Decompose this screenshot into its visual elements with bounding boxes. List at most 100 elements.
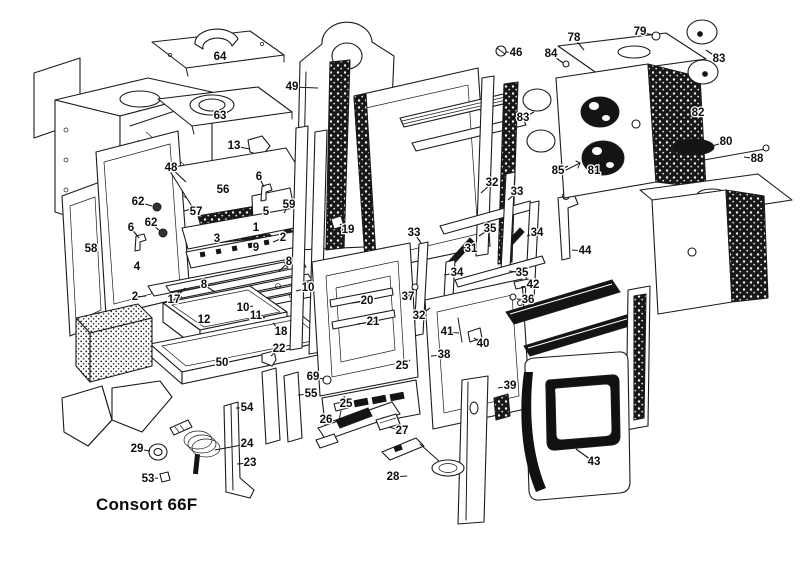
label-leader-line [447, 332, 459, 333]
part-label-2: 2 [280, 232, 286, 244]
part-label-25: 25 [340, 398, 353, 410]
part-label-83: 83 [713, 53, 726, 65]
label-leader-line [414, 233, 421, 243]
part-label-29: 29 [131, 443, 144, 455]
screw-84 [563, 61, 569, 67]
hook-6 [261, 184, 272, 201]
part-label-84: 84 [545, 48, 558, 60]
diagram-title: Consort 66F [96, 495, 198, 514]
part-label-58: 58 [85, 243, 98, 255]
rear-frame [354, 68, 526, 272]
label-leader-line [279, 262, 289, 271]
label-leader-line [204, 285, 215, 292]
label-leader-line [479, 229, 490, 236]
label-leader-line [594, 160, 602, 171]
label-leader-line [393, 476, 407, 477]
part-label-49: 49 [286, 81, 299, 93]
label-leader-line [474, 338, 483, 344]
part-label-10: 10 [237, 302, 250, 314]
part-label-9: 9 [253, 242, 259, 254]
label-leader-line [234, 146, 250, 149]
label-leader-line [148, 478, 158, 479]
label-leader-line [174, 288, 185, 300]
label-leader-line [744, 157, 757, 159]
bottom-brackets [262, 368, 464, 476]
label-leader-line [344, 396, 346, 404]
screw-62 [159, 229, 167, 237]
part-label-34: 34 [531, 227, 544, 239]
part-label-85: 85 [552, 165, 565, 177]
label-leader-line [640, 32, 653, 35]
part-label-26: 26 [320, 414, 333, 426]
label-leader-line [137, 449, 150, 451]
part-label-59: 59 [283, 199, 296, 211]
part-label-63: 63 [214, 110, 227, 122]
part-label-31: 31 [465, 243, 478, 255]
part-label-37: 37 [402, 291, 415, 303]
label-leader-line [237, 463, 250, 464]
part-label-13: 13 [228, 140, 241, 152]
label-leader-line [292, 87, 318, 88]
cover-plate-83 [527, 130, 555, 152]
part-label-20: 20 [361, 295, 374, 307]
label-leader-line [298, 394, 311, 395]
screw-53 [160, 472, 170, 482]
part-label-43: 43 [588, 456, 601, 468]
part-label-55: 55 [305, 388, 318, 400]
part-label-4: 4 [134, 261, 141, 273]
part-label-32: 32 [486, 177, 499, 189]
part-label-18: 18 [275, 326, 288, 338]
screw-36 [510, 294, 516, 300]
label-leader-line [273, 238, 283, 242]
label-leader-line [402, 360, 410, 366]
label-leader-line [259, 177, 264, 187]
label-leader-line [138, 202, 152, 206]
label-leader-line [572, 250, 585, 251]
hook-6 [135, 234, 146, 251]
top-plates [152, 29, 292, 156]
part-label-53: 53 [142, 473, 155, 485]
part-label-11: 11 [250, 310, 263, 322]
label-leader-line [151, 223, 160, 231]
door-trim-bars [506, 280, 650, 430]
label-leader-line [273, 323, 281, 332]
label-leader-line [551, 54, 563, 63]
flue-lid-80 [672, 139, 714, 155]
inner-door-frame [312, 243, 420, 432]
screw-62 [153, 203, 161, 211]
part-label-44: 44 [579, 245, 592, 257]
label-leader-line [574, 38, 584, 50]
label-leader-line [357, 322, 373, 324]
part-label-3: 3 [214, 233, 220, 245]
clip-19 [331, 216, 344, 229]
part-label-46: 46 [510, 47, 523, 59]
label-leader-line [256, 316, 265, 318]
door-pillars [458, 376, 510, 524]
glass-door-43 [521, 352, 630, 500]
part-label-34: 34 [451, 267, 464, 279]
part-label-17: 17 [168, 294, 181, 306]
lower-right-frame [425, 279, 530, 429]
label-leader-line [712, 142, 726, 146]
part-label-62: 62 [132, 196, 145, 208]
part-label-19: 19 [342, 224, 355, 236]
firebrick [76, 304, 152, 382]
part-label-35: 35 [516, 267, 529, 279]
part-label-28: 28 [387, 471, 400, 483]
tool-88 [704, 149, 766, 160]
label-leader-line [523, 112, 534, 118]
label-leader-line [340, 224, 348, 230]
label-leader-line [296, 288, 308, 291]
label-leader-line [706, 50, 719, 59]
label-leader-line [243, 306, 253, 308]
part-label-8: 8 [286, 256, 293, 268]
part-label-62: 62 [145, 217, 158, 229]
label-leader-line [508, 192, 517, 200]
label-leader-line [576, 449, 594, 462]
label-leader-line [352, 301, 367, 303]
part-label-38: 38 [438, 349, 451, 361]
leg-and-controls [149, 402, 254, 498]
label-leader-line [171, 168, 186, 182]
label-leader-line [498, 386, 510, 388]
label-leader-line [326, 420, 339, 421]
